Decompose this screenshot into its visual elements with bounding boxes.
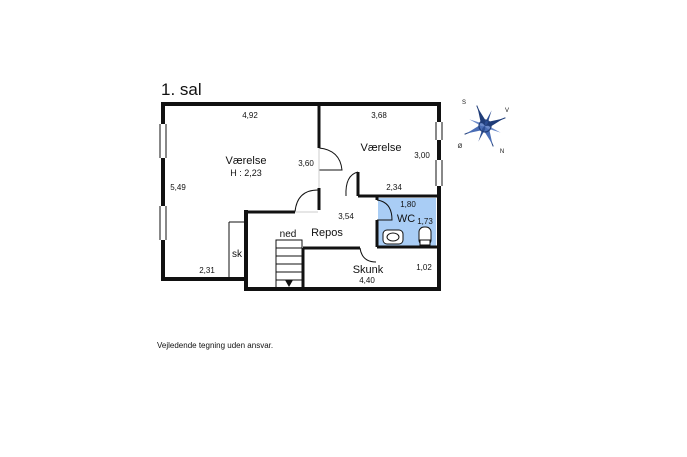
room-name-wc: WC <box>397 213 415 225</box>
compass-n: N <box>500 149 504 155</box>
stairs-label: ned <box>280 229 297 240</box>
dim-left-side: 5,49 <box>170 183 186 192</box>
dim-right-top: 3,68 <box>371 111 387 120</box>
dim-wc-side: 1,73 <box>417 217 433 226</box>
doors <box>294 147 393 263</box>
room-height-label: H : 2,23 <box>230 168 262 178</box>
dimension-labels: 4,92 5,49 2,31 3,60 3,68 3,00 2,34 3,54 … <box>170 111 433 285</box>
windows <box>159 122 443 240</box>
disclaimer: Vejledende tegning uden ansvar. <box>157 341 274 350</box>
stairs-down-arrow-icon <box>285 280 293 287</box>
compass-letters: S V Ø N <box>458 100 509 155</box>
dim-left-inner: 3,60 <box>298 159 314 168</box>
dim-right-bottom: 2,34 <box>386 183 402 192</box>
closet <box>228 221 246 279</box>
compass-rose-icon <box>464 105 506 147</box>
room-name-vaerelse-left: Værelse <box>226 155 267 167</box>
room-name-repos: Repos <box>311 227 343 239</box>
inner-walls <box>246 104 439 289</box>
floor-title: 1. sal <box>161 80 202 99</box>
compass-s: S <box>462 100 466 106</box>
dim-left-top: 4,92 <box>242 111 258 120</box>
dim-skunk-bottom: 4,40 <box>359 276 375 285</box>
dim-skunk-side: 1,02 <box>416 263 432 272</box>
room-name-vaerelse-right: Værelse <box>361 142 402 154</box>
wc-fixtures <box>382 226 432 246</box>
compass-o: Ø <box>458 144 463 150</box>
compass-v: V <box>505 108 509 114</box>
dim-repos: 3,54 <box>338 212 354 221</box>
dim-wc-top: 1,80 <box>400 200 416 209</box>
room-labels: Værelse H : 2,23 Værelse WC Repos Skunk … <box>226 142 416 276</box>
dim-right-side: 3,00 <box>414 151 430 160</box>
closet-label: sk <box>232 249 243 260</box>
dim-left-bottom: 2,31 <box>199 266 215 275</box>
room-name-skunk: Skunk <box>353 264 384 276</box>
